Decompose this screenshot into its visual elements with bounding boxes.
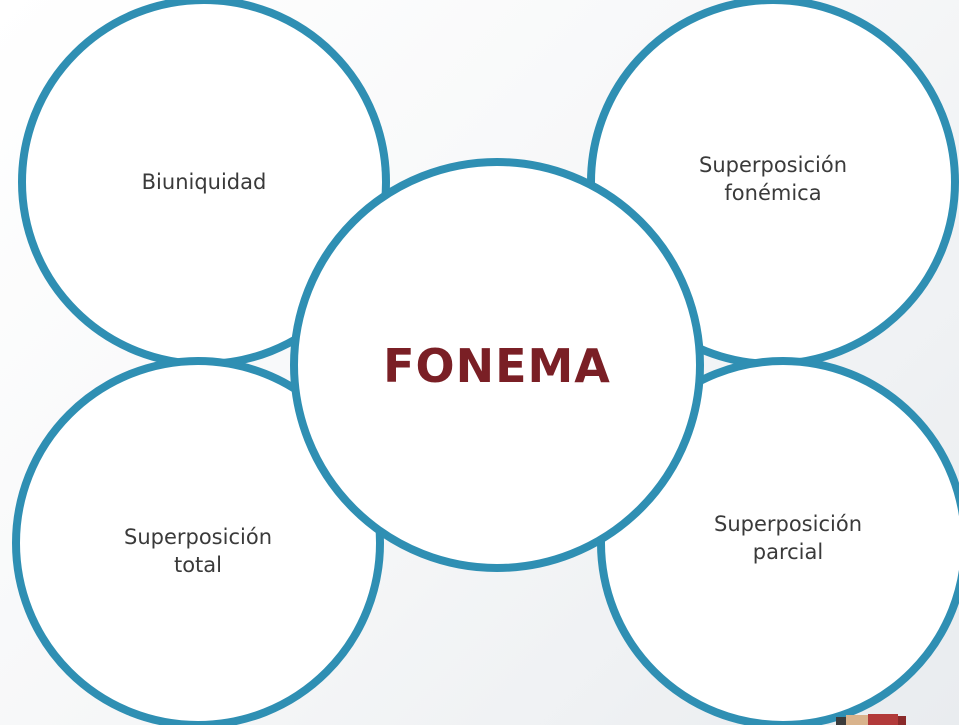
node-label-superposicion-total: Superposición total: [123, 525, 272, 577]
circle-fonema: [290, 158, 704, 572]
node-label-superposicion-parcial: Superposición parcial: [713, 512, 862, 564]
pencil-icon: [836, 714, 906, 725]
node-label-biuniquidad: Biuniquidad: [141, 170, 267, 194]
circle-superposicion-total: [12, 357, 384, 725]
node-label-superposicion-fonemica: Superposición fonémica: [698, 153, 847, 205]
center-label-fonema: FONEMA: [383, 339, 611, 393]
